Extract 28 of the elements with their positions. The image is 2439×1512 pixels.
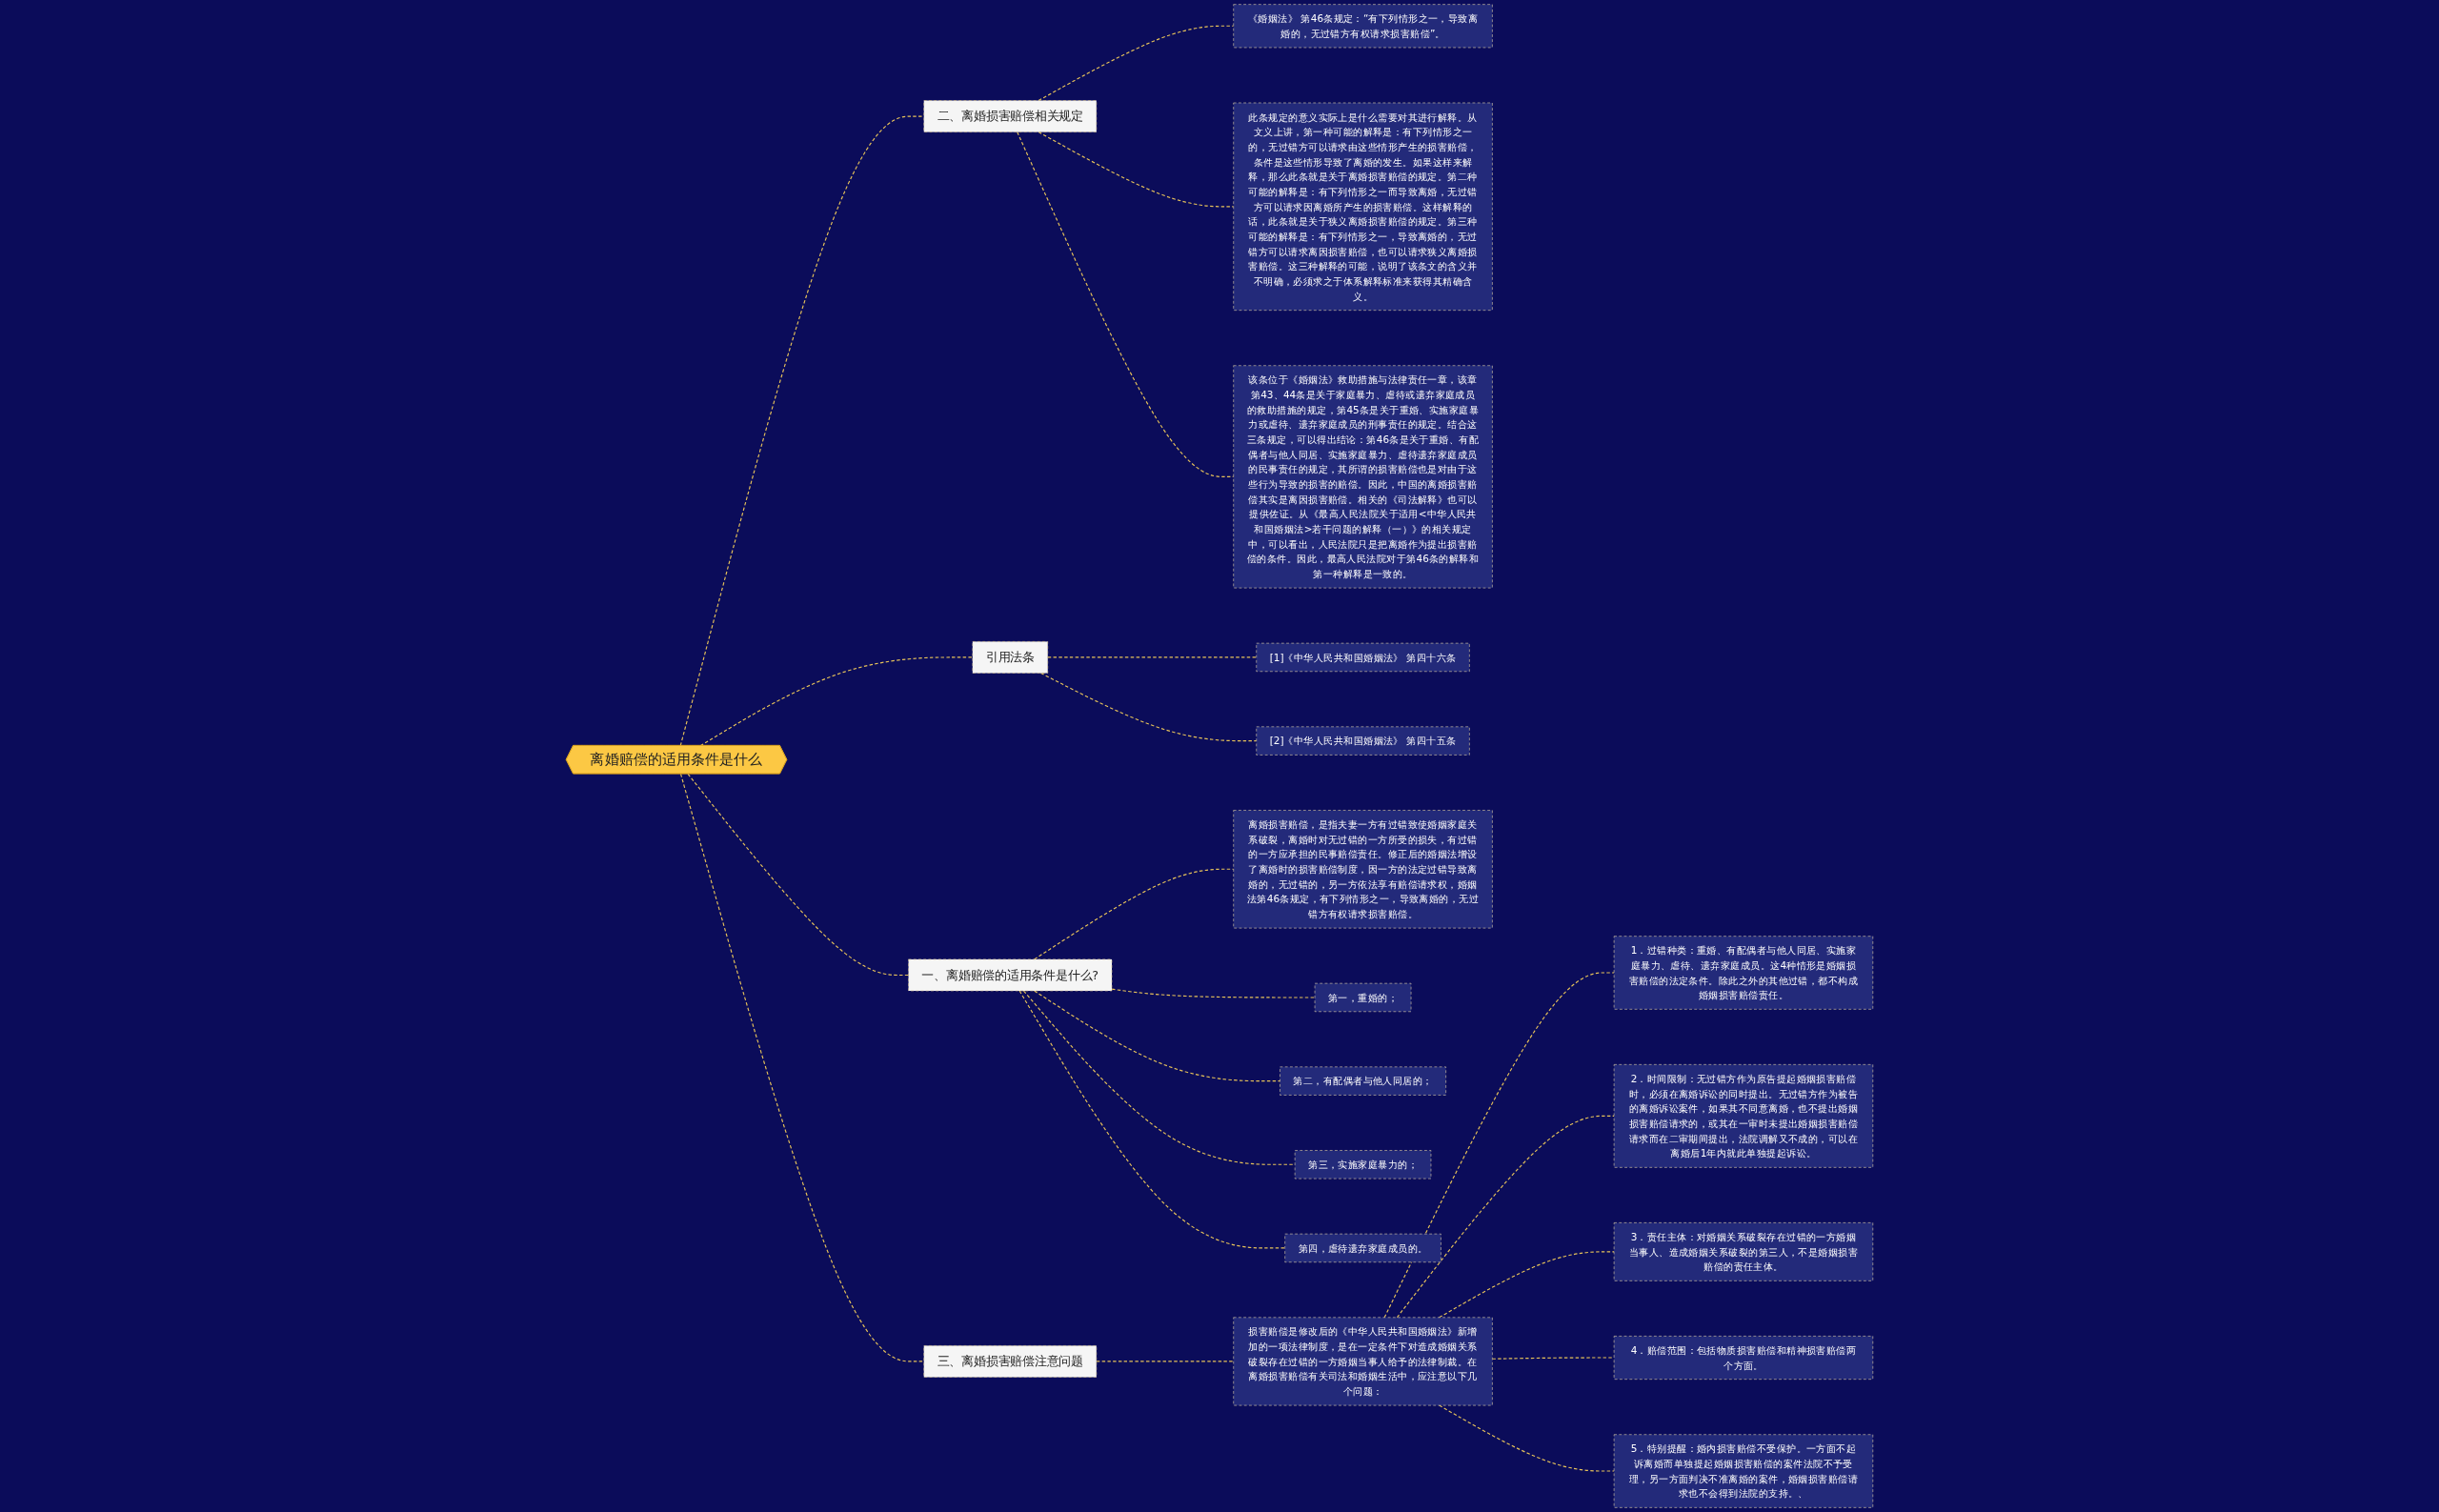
node-box: 5．特别提醒：婚内损害赔偿不受保护。一方面不起诉离婚而单独提起婚姻损害赔偿的案件法院不予受理，另一方面判决不准离婚的案件，婚姻损害赔偿请求也不会得到法院的支持。、 xyxy=(1613,1434,1874,1508)
node-box: 该条位于《婚姻法》救助措施与法律责任一章，该章第43、44条是关于家庭暴力、虐待或遗弃家庭成员的救助措施的规定，第45条是关于重婚、实施家庭暴力或虐待、遗弃家庭成员的刑事责任的规定。结合这三条规定，可以得出结论：第46条是关于重婚、有配偶者与他人同居、实施家庭暴力、虐待遗弃家庭成员的民事责任的规定，其所谓的损害赔偿也是对由于这些行为导致的损害的赔偿。因此，中国的离婚损害赔偿其实是离因损害赔偿。相关的《司法解释》也可以提供佐证。从《最高人民法院关于适用<中华人民共和国婚姻法>若干问题的解释（一）》的相关规定中，可以看出，人民法院只是把离婚作为提出损害赔偿的条件。因此，最高人民法院对于第46条的解释和第一种解释是一致的。 xyxy=(1233,365,1493,589)
node-box: 此条规定的意义实际上是什么需要对其进行解释。从文义上讲，第一种可能的解释是：有下列情形之一的，无过错方可以请求由这些情形产生的损害赔偿，条件是这些情形导致了离婚的发生。如果这样来解释，那么此条就是关于离婚损害赔偿的规定。第二种可能的解释是：有下列情形之一而导致离婚，无过错方可以请求因离婚所产生的损害赔偿。这样解释的话，此条就是关于狭义离婚损害赔偿的规定。第三种可能的解释是：有下列情形之一，导致离婚的，无过错方可以请求离因损害赔偿，也可以请求狭义离婚损害赔偿。这三种解释的可能，说明了该条文的含义并不明确，必须求之于体系解释标准来获得其精确含义。 xyxy=(1233,102,1493,311)
node-box: 第二，有配偶者与他人同居的； xyxy=(1280,1066,1446,1096)
connector xyxy=(1111,988,1316,998)
node-box: 损害赔偿是修改后的《中华人民共和国婚姻法》新增加的一项法律制度，是在一定条件下对造成婚姻关系破裂存在过错的一方婚姻当事人给予的法律制裁。在离婚损害赔偿有关司法和婚姻生活中，应注意以下几个问题： xyxy=(1233,1317,1493,1406)
connector xyxy=(679,115,925,747)
node-box: 引用法条 xyxy=(972,641,1049,674)
node-box: [1]《中华人民共和国婚姻法》 第四十六条 xyxy=(1256,642,1470,673)
node-box: 三、离婚损害赔偿注意问题 xyxy=(923,1345,1098,1378)
connector xyxy=(1096,1361,1235,1362)
node-box: 第四，虐待遗弃家庭成员的。 xyxy=(1284,1233,1441,1263)
node-box: 一、离婚赔偿的适用条件是什么? xyxy=(908,958,1113,992)
connector xyxy=(1039,672,1258,742)
connector xyxy=(1022,990,1296,1165)
node-box: 3．责任主体：对婚姻关系破裂存在过错的一方婚姻当事人、造成婚姻关系破裂的第三人，不是婚姻损害赔偿的责任主体。 xyxy=(1613,1222,1874,1281)
node-box: 1．过错种类：重婚、有配偶者与他人同居、实施家庭暴力、虐待、遗弃家庭成员。这4种情形是婚姻损害赔偿的法定条件。除此之外的其他过错，都不构成婚姻损害赔偿责任。 xyxy=(1613,936,1874,1010)
node-box: 《婚姻法》 第46条规定：“有下列情形之一，导致离婚的，无过错方有权请求损害赔偿”。 xyxy=(1233,4,1493,49)
node-box: 第一，重婚的； xyxy=(1314,982,1412,1013)
connector xyxy=(687,773,910,977)
node-box: [2]《中华人民共和国婚姻法》 第四十五条 xyxy=(1256,726,1470,756)
connector xyxy=(699,656,974,747)
node-box: 离婚损害赔偿，是指夫妻一方有过错致使婚姻家庭关系破裂，离婚时对无过错的一方所受的损失，有过错的一方应承担的民事赔偿责任。修正后的婚姻法增设了离婚时的损害赔偿制度，因一方的法定过错导致离婚的，无过错的，另一方依法享有赔偿请求权，婚姻法第46条规定，有下列情形之一，导致离婚的，无过错方有权请求损害赔偿。 xyxy=(1233,810,1493,929)
node-box: 2．时间限制：无过错方作为原告提起婚姻损害赔偿时，必须在离婚诉讼的同时提出。无过错方作为被告的离婚诉讼案件，如果其不同意离婚，也不提出婚姻损害赔偿请求的，或其在一审时未提出婚姻损害赔偿请求而在二审期间提出，法院调解又不成的，可以在离婚后1年内就此单独提起诉讼。 xyxy=(1613,1064,1874,1168)
node-box: 二、离婚损害赔偿相关规定 xyxy=(923,100,1098,132)
node-box: 第三，实施家庭暴力的； xyxy=(1294,1150,1432,1179)
node-box: 4．赔偿范围：包括物质损害赔偿和精神损害赔偿两个方面。 xyxy=(1613,1336,1874,1380)
connector xyxy=(1491,1357,1615,1360)
